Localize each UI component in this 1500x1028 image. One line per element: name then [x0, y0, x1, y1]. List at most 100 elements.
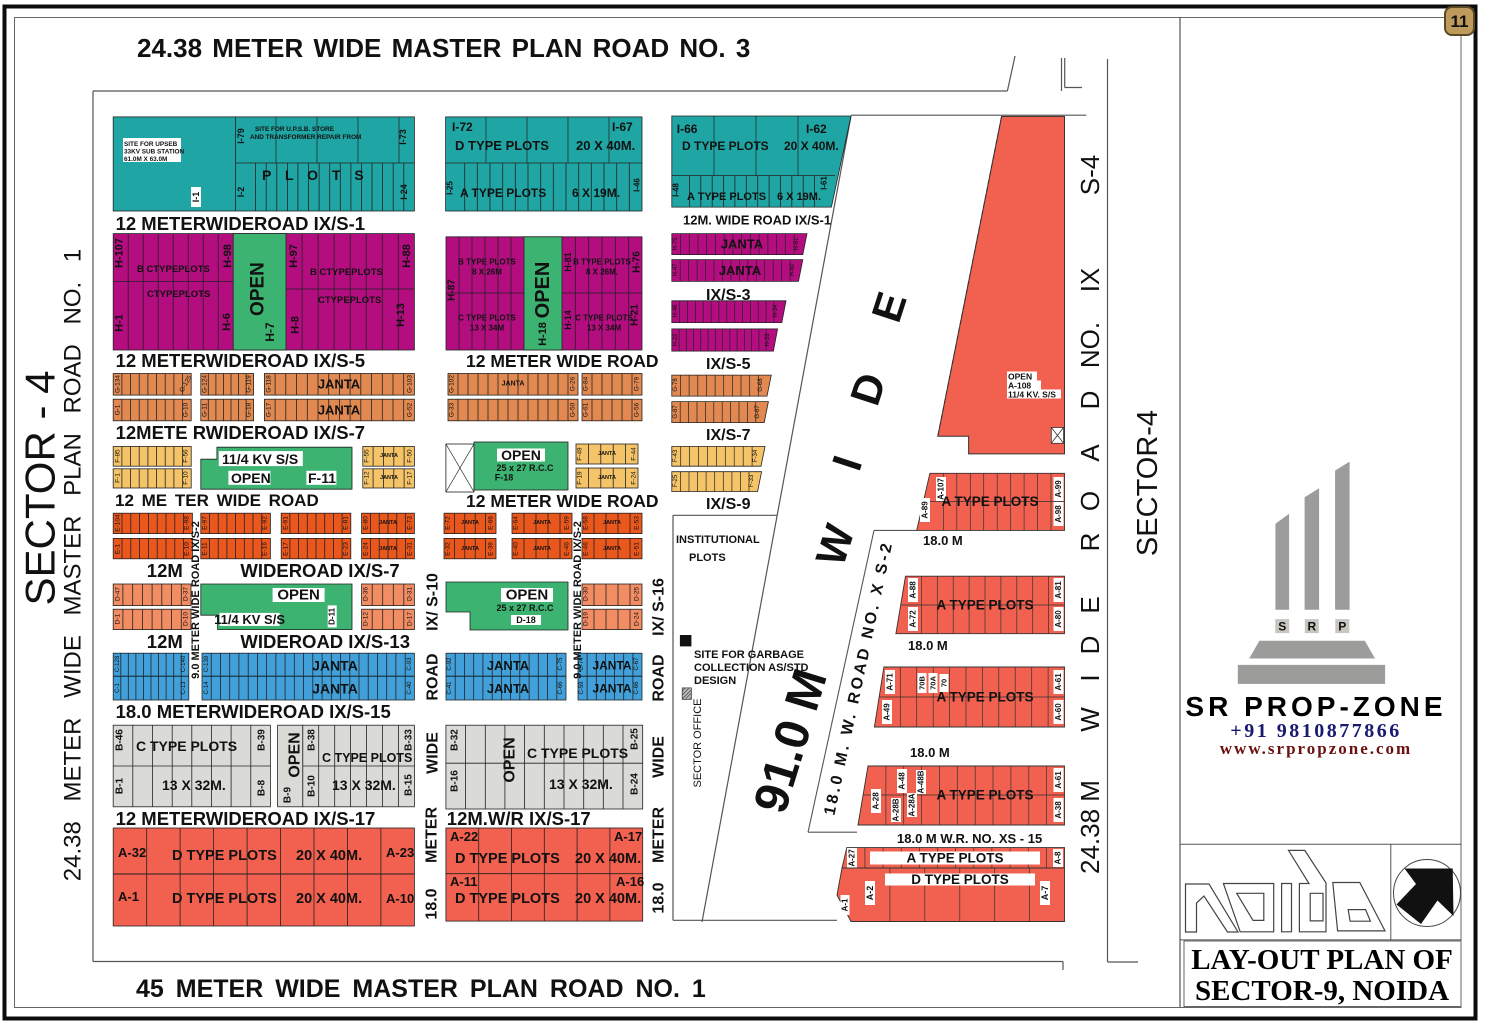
- svg-text:E-10: E-10: [184, 542, 191, 556]
- svg-text:JANTA: JANTA: [598, 475, 616, 481]
- svg-text:H-81: H-81: [563, 252, 573, 272]
- svg-text:JANTA: JANTA: [318, 377, 361, 392]
- svg-text:I-66: I-66: [677, 122, 698, 136]
- svg-text:A-108: A-108: [1008, 381, 1031, 391]
- svg-text:C TYPE PLOTS: C TYPE PLOTS: [527, 745, 628, 761]
- svg-text:H-13: H-13: [395, 303, 407, 327]
- svg-text:ROAD: ROAD: [425, 653, 442, 700]
- svg-text:70A: 70A: [929, 676, 938, 690]
- svg-text:6 X 19M.: 6 X 19M.: [572, 186, 620, 200]
- svg-text:H-1: H-1: [114, 314, 126, 332]
- svg-text:AND TRANSFORMER REPAIR FROM: AND TRANSFORMER REPAIR FROM: [250, 134, 361, 141]
- svg-text:E-53: E-53: [634, 516, 641, 530]
- svg-text:12M. WIDE ROAD IX/S-1: 12M. WIDE ROAD IX/S-1: [683, 213, 831, 228]
- svg-text:C-93: C-93: [407, 657, 413, 671]
- svg-text:PLOTS: PLOTS: [689, 552, 726, 564]
- svg-text:D TYPE PLOTS: D TYPE PLOTS: [911, 872, 1009, 887]
- svg-text:JANTA: JANTA: [312, 658, 358, 674]
- svg-text:13 X 32M.: 13 X 32M.: [162, 777, 226, 793]
- svg-text:H-14: H-14: [563, 310, 573, 330]
- svg-text:C TYPE PLOTS: C TYPE PLOTS: [575, 314, 633, 323]
- svg-text:H-34: H-34: [773, 304, 779, 318]
- svg-text:IX/ S-10: IX/ S-10: [425, 573, 442, 631]
- svg-text:45 METER WIDE MASTER PLAN: 45 METER WIDE MASTER PLAN ROAD NO. 1: [136, 975, 706, 1003]
- svg-text:18.0: 18.0: [424, 888, 441, 919]
- svg-text:D TYPE PLOTS: D TYPE PLOTS: [172, 891, 277, 907]
- svg-text:D-30: D-30: [583, 587, 590, 601]
- svg-text:12 ME TER WIDE ROAD: 12 ME TER WIDE ROAD: [115, 491, 319, 510]
- svg-text:F-44: F-44: [631, 447, 638, 461]
- svg-text:F-11: F-11: [308, 470, 336, 486]
- svg-text:33KV SUB STATION: 33KV SUB STATION: [124, 149, 185, 156]
- svg-text:H-47: H-47: [673, 263, 679, 277]
- svg-text:11/4 KV S/S: 11/4 KV S/S: [214, 612, 285, 627]
- svg-text:I-72: I-72: [452, 120, 473, 134]
- svg-text:SITE FOR GARBAGE: SITE FOR GARBAGE: [694, 649, 804, 661]
- svg-text:I-61: I-61: [820, 176, 829, 190]
- svg-text:20 X 40M.: 20 X 40M.: [296, 891, 362, 907]
- svg-text:JANTA: JANTA: [592, 682, 631, 696]
- svg-text:A-71: A-71: [886, 673, 895, 691]
- svg-text:A-1: A-1: [118, 889, 139, 904]
- svg-text:JANTA: JANTA: [603, 520, 621, 526]
- svg-text:A TYPE PLOTS: A TYPE PLOTS: [936, 690, 1033, 705]
- svg-text:G-102: G-102: [449, 375, 456, 393]
- svg-text:G-103: G-103: [407, 375, 414, 393]
- svg-text:F-24: F-24: [631, 471, 638, 485]
- svg-text:F-10: F-10: [183, 471, 190, 485]
- svg-text:G-79: G-79: [634, 376, 641, 391]
- svg-text:12 METER WIDE ROAD: 12 METER WIDE ROAD: [466, 351, 659, 371]
- svg-text:IX/S-7: IX/S-7: [706, 427, 751, 444]
- svg-text:25 x 27 R.C.C: 25 x 27 R.C.C: [496, 463, 554, 473]
- svg-text:A-28B: A-28B: [892, 798, 901, 821]
- svg-text:www.srpropzone.com: www.srpropzone.com: [1220, 739, 1412, 758]
- svg-text:G-84: G-84: [583, 376, 590, 391]
- svg-text:A-7: A-7: [1040, 886, 1050, 901]
- svg-text:METER: METER: [424, 807, 441, 863]
- svg-text:A-27: A-27: [848, 849, 857, 867]
- svg-text:E-64: E-64: [513, 516, 520, 530]
- svg-text:H-21: H-21: [630, 304, 641, 326]
- svg-text:C-67: C-67: [634, 657, 640, 671]
- svg-text:JANTA: JANTA: [719, 263, 762, 278]
- svg-text:H-97: H-97: [288, 244, 300, 268]
- svg-text:C-128: C-128: [115, 655, 121, 672]
- svg-text:JANTA: JANTA: [592, 659, 631, 673]
- svg-text:D-11: D-11: [328, 607, 337, 624]
- svg-text:E-72: E-72: [445, 516, 452, 530]
- svg-text:A-80: A-80: [1054, 610, 1063, 628]
- svg-text:G-134: G-134: [115, 375, 122, 393]
- svg-text:I-46: I-46: [633, 178, 642, 192]
- svg-text:SECTOR OFFICE: SECTOR OFFICE: [692, 698, 704, 787]
- svg-text:A-72: A-72: [909, 610, 918, 628]
- svg-text:13 X 32M.: 13 X 32M.: [332, 777, 396, 793]
- svg-text:C-139: C-139: [204, 655, 210, 672]
- svg-text:E-73: E-73: [407, 516, 414, 530]
- svg-text:G-50: G-50: [570, 402, 577, 417]
- svg-text:C-40: C-40: [407, 681, 413, 695]
- svg-text:24.38 M: 24.38 M: [1075, 780, 1105, 874]
- svg-text:JANTA: JANTA: [721, 237, 764, 252]
- svg-text:B TYPE PLOTS: B TYPE PLOTS: [573, 258, 631, 267]
- svg-text:I-24: I-24: [399, 184, 409, 200]
- svg-text:B TYPE PLOTS: B TYPE PLOTS: [458, 258, 516, 267]
- svg-text:P L O T S: P L O T S: [262, 167, 369, 183]
- svg-text:B-16: B-16: [450, 770, 461, 792]
- svg-text:11: 11: [1451, 12, 1469, 31]
- svg-text:D: D: [1075, 636, 1105, 655]
- svg-text:F-19: F-19: [577, 471, 584, 485]
- svg-text:B-15: B-15: [404, 774, 415, 796]
- svg-text:D-36: D-36: [363, 587, 370, 601]
- svg-text:G-119: G-119: [246, 375, 253, 393]
- svg-text:9.0 METER WIDE ROAD IX/S-2: 9.0 METER WIDE ROAD IX/S-2: [190, 521, 202, 679]
- svg-text:61.0M X 63.0M: 61.0M X 63.0M: [124, 156, 167, 163]
- svg-text:E-1: E-1: [115, 544, 122, 555]
- svg-text:A-28A: A-28A: [908, 793, 917, 816]
- svg-text:IX/S-5: IX/S-5: [706, 356, 751, 373]
- svg-text:C TYPE PLOTS: C TYPE PLOTS: [136, 738, 237, 754]
- svg-text:D-24: D-24: [634, 612, 641, 626]
- svg-text:H-76: H-76: [632, 251, 643, 273]
- svg-text:D TYPE PLOTS: D TYPE PLOTS: [682, 139, 769, 153]
- svg-text:IX/S-3: IX/S-3: [706, 287, 751, 304]
- svg-text:B-10: B-10: [307, 775, 318, 797]
